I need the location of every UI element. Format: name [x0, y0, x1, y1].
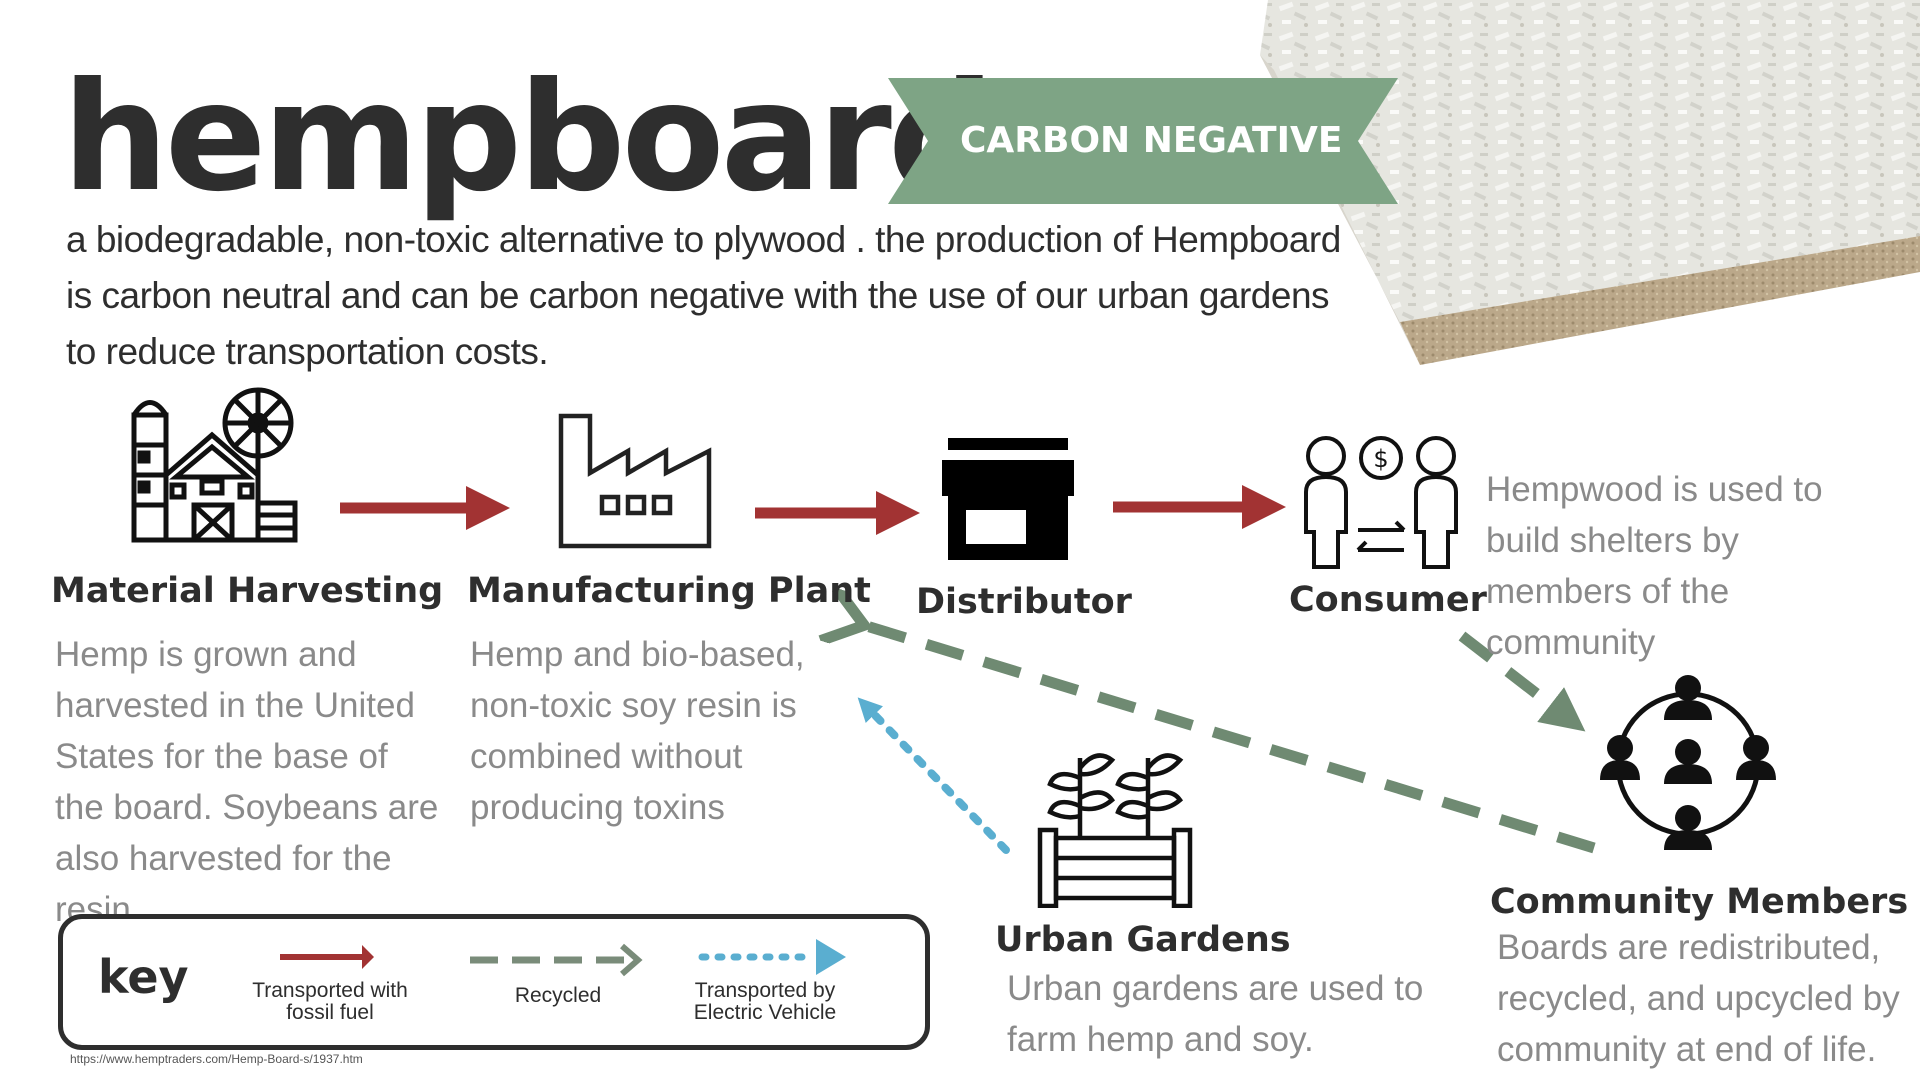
legend-swatch-fossil-head	[362, 945, 374, 969]
node-title-manufacturing-plant: Manufacturing Plant	[467, 571, 871, 611]
legend-swatch-electric-head	[816, 939, 846, 975]
storefront-icon	[942, 438, 1074, 560]
legend-swatch-recycled-head	[620, 943, 643, 977]
node-title-community-members: Community Members	[1490, 882, 1909, 922]
carbon-negative-badge: CARBON NEGATIVE	[960, 120, 1343, 161]
legend-swatches	[280, 939, 846, 977]
community-circle-icon	[1600, 675, 1776, 850]
carbon-negative-ribbon	[888, 78, 1398, 204]
arrow-community-to-plant	[860, 624, 1596, 854]
factory-icon	[558, 413, 712, 549]
farm-barn-icon	[131, 387, 298, 543]
exchange-people-icon: $	[1304, 436, 1458, 569]
node-title-consumer: Consumer	[1289, 580, 1487, 620]
legend-label-electric: Transported by Electric Vehicle	[693, 979, 837, 1024]
legend-label-recycled: Recycled	[514, 984, 602, 1007]
node-desc-urban-gardens: Urban gardens are used to farm hemp and …	[1007, 969, 1424, 1059]
node-desc-material-harvesting: Hemp is grown and harvested in the Unite…	[55, 635, 439, 929]
source-link[interactable]: https://www.hemptraders.com/Hemp-Board-s…	[70, 1052, 363, 1066]
legend-label-fossil: Transported with fossil fuel	[252, 979, 408, 1024]
planter-icon	[1037, 753, 1193, 908]
intro-text: a biodegradable, non-toxic alternative t…	[66, 219, 1341, 372]
legend-title: key	[98, 950, 189, 1004]
page-title: hempboard	[62, 51, 995, 225]
hempboard-photo	[1260, 0, 1920, 365]
node-desc-consumer: Hempwood is used to build shelters by me…	[1486, 470, 1823, 662]
node-title-distributor: Distributor	[916, 582, 1132, 622]
legend-box	[58, 914, 930, 1050]
svg-text:$: $	[1373, 445, 1388, 473]
arrow-gardens-to-plant	[857, 697, 1010, 854]
node-desc-manufacturing-plant: Hemp and bio-based, non-toxic soy resin …	[470, 635, 805, 827]
node-desc-community-members: Boards are redistributed, recycled, and …	[1497, 928, 1900, 1069]
arrow-consumer-to-community	[1458, 631, 1586, 732]
node-title-urban-gardens: Urban Gardens	[995, 920, 1291, 960]
node-title-material-harvesting: Material Harvesting	[51, 571, 444, 611]
